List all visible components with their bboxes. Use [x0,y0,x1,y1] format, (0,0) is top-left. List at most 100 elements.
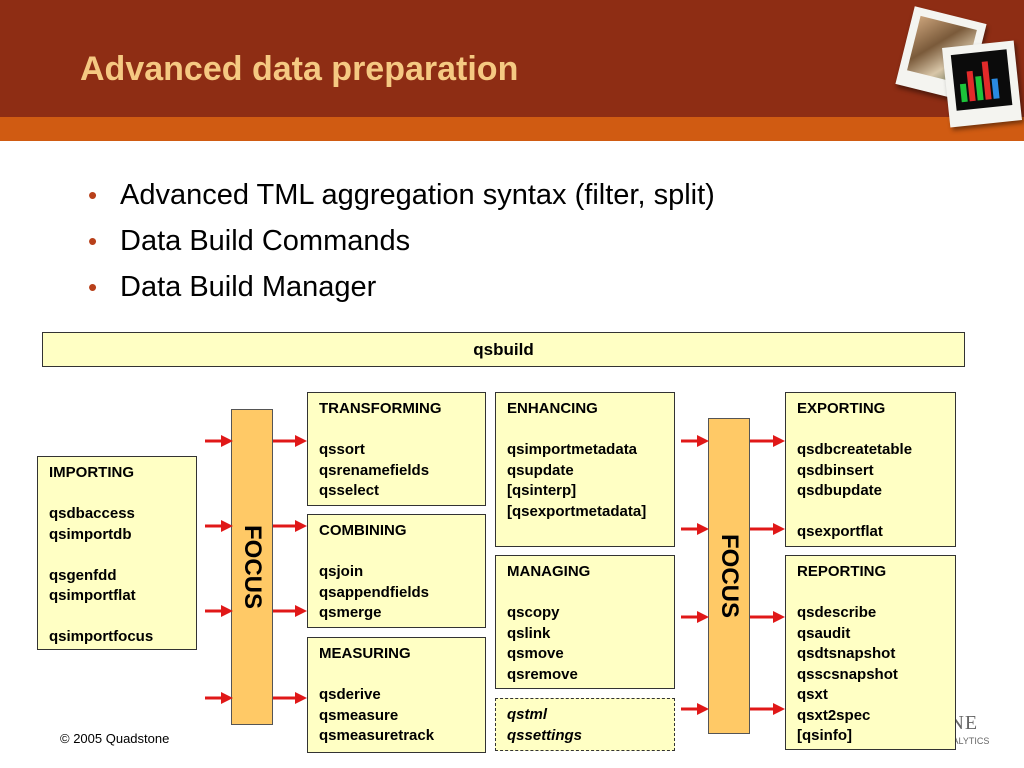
command-line: qsimportmetadata [507,441,638,458]
command-line: qsxt2spec [797,706,871,724]
transforming-box: TRANSFORMING qssort qsrenamefields qsselect [307,392,486,506]
command-line: qsdbcreatetable [797,441,913,458]
bullet-item: •Data Build Commands [88,218,715,264]
arrow-icon [273,435,307,447]
command-line: qsmerge [319,604,382,621]
command-line: [qsinfo] [797,727,852,744]
enhancing-box: ENHANCING qsimportmetadata qsupdate [qsinte… [495,392,675,547]
arrow-icon [681,611,709,623]
command-line: qsaudit [797,624,851,642]
command-line: qsupdate [507,461,574,479]
arrow-icon [205,435,233,447]
qsbuild-box: qsbuild [42,332,965,367]
command-line: qsappendfields [319,583,430,601]
command-line [507,583,674,604]
command-line: qsimportfocus [49,628,154,645]
arrow-icon [273,692,307,704]
arrow-icon [273,520,307,532]
arrow-icon [750,435,785,447]
command-line: qsxt [797,686,828,703]
arrow-icon [205,692,233,704]
arrow-icon [205,520,233,532]
command-line: qslink [507,624,551,642]
arrow-icon [681,523,709,535]
quadstone-logo: ONE NALYTICS [956,710,1024,750]
command-line: REPORTING [797,563,887,580]
command-line: qsremove [507,665,578,683]
command-line [319,665,485,686]
command-line [49,545,196,566]
exporting-box: EXPORTING qsdbcreatetable qsdbinsert qsdbup… [785,392,956,547]
photo-3d-chart [942,40,1022,128]
command-line: MANAGING [507,563,591,580]
command-line: qsderive [319,686,381,703]
bullet-item: •Advanced TML aggregation syntax (filter… [88,172,715,218]
command-line: IMPORTING [49,464,134,481]
command-line: TRANSFORMING [319,400,442,417]
command-line: qsdtsnapshot [797,645,896,662]
arrow-icon [750,611,785,623]
command-line: qsdbupdate [797,482,882,499]
logo-subtext: NALYTICS [956,736,990,746]
command-line: qstml [507,706,548,723]
command-line: qscopy [507,604,560,621]
command-line: [qsexportmetadata] [507,502,647,520]
copyright-footer: © 2005 Quadstone [60,731,170,746]
command-line: COMBINING [319,522,407,539]
command-line [797,420,955,441]
arrow-icon [681,703,709,715]
arrow-icon [273,605,307,617]
command-line: qsexportflat [797,523,883,540]
focus-label: FOCUS [239,525,266,609]
command-line [507,420,674,441]
command-line [49,484,196,505]
command-line: qsgenfdd [49,566,117,584]
command-line: qsselect [319,482,380,499]
command-line: qsdescribe [797,604,877,621]
arrow-icon [750,523,785,535]
command-line: qsimportflat [49,587,136,604]
command-line: qssort [319,441,365,458]
command-line: qsimportdb [49,525,132,543]
command-line: MEASURING [319,645,411,662]
chart-thumbnail-icon [959,61,1000,103]
command-line: qsrenamefields [319,461,430,479]
focus-label: FOCUS [716,534,743,618]
arrow-icon [750,703,785,715]
command-line: qsmeasure [319,706,399,724]
command-line: EXPORTING [797,400,886,417]
command-line [319,542,485,563]
arrow-icon [681,435,709,447]
managing-box: MANAGING qscopy qslink qsmove qsremove [495,555,675,689]
bullet-list: •Advanced TML aggregation syntax (filter… [88,172,715,310]
bullet-dot-icon: • [88,272,98,302]
command-line: qsscsnapshot [797,665,898,683]
measuring-box: MEASURING qsderive qsmeasure qsmeasuretrack [307,637,486,753]
slide-title: Advanced data preparation [80,50,519,88]
combining-box: COMBINING qsjoin qsappendfields qsmerge [307,514,486,628]
arrow-icon [205,605,233,617]
utilities-box: qstml qssettings [495,698,675,751]
command-line: qssettings [507,726,583,744]
command-line [797,502,955,523]
command-line: ENHANCING [507,400,598,417]
focus-bar-right: FOCUS [708,418,750,734]
header-bar [0,0,1024,117]
command-line: qsmeasuretrack [319,727,435,744]
header-stripe [0,117,1024,141]
bullet-item: •Data Build Manager [88,264,715,310]
command-line: qsmove [507,645,564,662]
command-line [797,583,955,604]
focus-bar-left: FOCUS [231,409,273,725]
bullet-dot-icon: • [88,180,98,210]
command-line: [qsinterp] [507,482,577,499]
command-line: qsjoin [319,563,364,580]
command-line [49,607,196,628]
command-line [319,420,485,441]
command-line: qsdbaccess [49,505,135,522]
command-line: qsdbinsert [797,461,874,479]
importing-box: IMPORTING qsdbaccess qsimportdb qsgenfdd qsi… [37,456,197,650]
bullet-dot-icon: • [88,226,98,256]
reporting-box: REPORTING qsdescribe qsaudit qsdtsnapshot qs… [785,555,956,750]
logo-text: ONE [956,712,979,734]
